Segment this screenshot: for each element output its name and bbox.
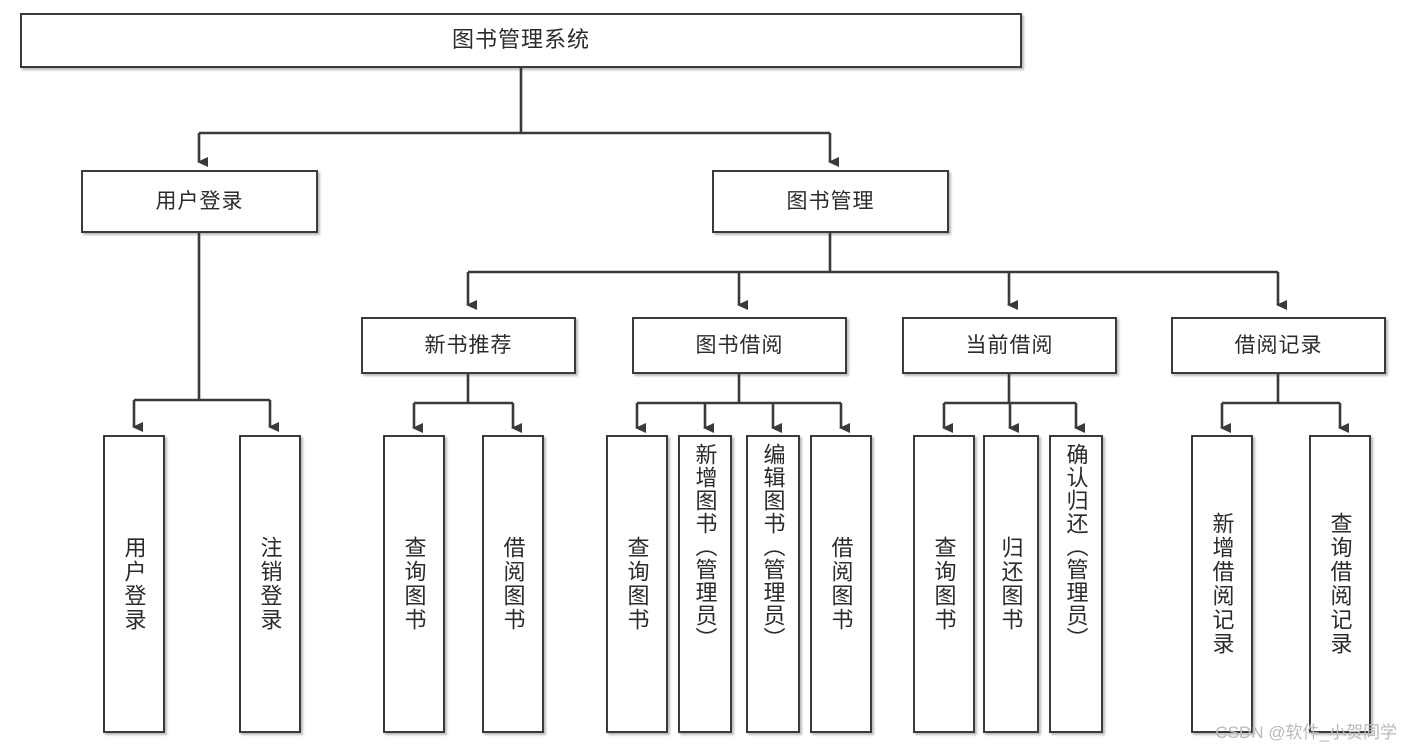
node-leaf-user-logout-label: 注销登录 [257, 536, 283, 632]
node-leaf-query-book-2[interactable]: 查询图书 [606, 435, 668, 733]
node-leaf-edit-book-label: 编辑图书（管理员） [760, 443, 786, 650]
watermark-text: CSDN @软件_小贺同学 [1215, 723, 1397, 742]
node-borrow-record[interactable]: 借阅记录 [1171, 317, 1386, 374]
node-current-borrow[interactable]: 当前借阅 [902, 317, 1117, 374]
node-leaf-add-record-label: 新增借阅记录 [1209, 512, 1235, 656]
node-leaf-borrow-book-2-label: 借阅图书 [828, 536, 854, 632]
node-leaf-query-book-1[interactable]: 查询图书 [383, 435, 445, 733]
node-leaf-borrow-book-1[interactable]: 借阅图书 [482, 435, 544, 733]
node-new-book-rec-label: 新书推荐 [424, 333, 513, 357]
node-leaf-borrow-book-1-label: 借阅图书 [500, 536, 526, 632]
node-leaf-confirm-return[interactable]: 确认归还（管理员） [1049, 435, 1103, 733]
node-leaf-query-book-2-label: 查询图书 [624, 536, 650, 632]
node-book-borrow-label: 图书借阅 [695, 333, 784, 357]
node-book-manage[interactable]: 图书管理 [712, 170, 949, 233]
node-leaf-query-book-1-label: 查询图书 [401, 536, 427, 632]
node-leaf-user-login-label: 用户登录 [121, 536, 147, 632]
node-leaf-return-book[interactable]: 归还图书 [983, 435, 1039, 733]
node-user-login-label: 用户登录 [155, 189, 244, 213]
node-new-book-rec[interactable]: 新书推荐 [361, 317, 576, 374]
node-leaf-add-record[interactable]: 新增借阅记录 [1191, 435, 1253, 733]
node-leaf-query-record-label: 查询借阅记录 [1327, 512, 1353, 656]
node-root[interactable]: 图书管理系统 [20, 13, 1022, 68]
node-user-login[interactable]: 用户登录 [81, 170, 318, 233]
node-current-borrow-label: 当前借阅 [965, 333, 1054, 357]
node-leaf-add-book-label: 新增图书（管理员） [692, 443, 718, 650]
node-leaf-query-book-3[interactable]: 查询图书 [913, 435, 975, 733]
node-leaf-query-book-3-label: 查询图书 [931, 536, 957, 632]
node-leaf-return-book-label: 归还图书 [998, 536, 1024, 632]
node-leaf-edit-book[interactable]: 编辑图书（管理员） [746, 435, 800, 733]
node-leaf-user-login[interactable]: 用户登录 [103, 435, 165, 733]
node-leaf-user-logout[interactable]: 注销登录 [239, 435, 301, 733]
node-book-borrow[interactable]: 图书借阅 [632, 317, 847, 374]
node-leaf-borrow-book-2[interactable]: 借阅图书 [810, 435, 872, 733]
node-book-manage-label: 图书管理 [786, 189, 875, 213]
node-root-label: 图书管理系统 [451, 27, 590, 53]
node-borrow-record-label: 借阅记录 [1234, 333, 1323, 357]
node-leaf-confirm-return-label: 确认归还（管理员） [1063, 443, 1089, 650]
node-leaf-add-book[interactable]: 新增图书（管理员） [678, 435, 732, 733]
node-leaf-query-record[interactable]: 查询借阅记录 [1309, 435, 1371, 733]
